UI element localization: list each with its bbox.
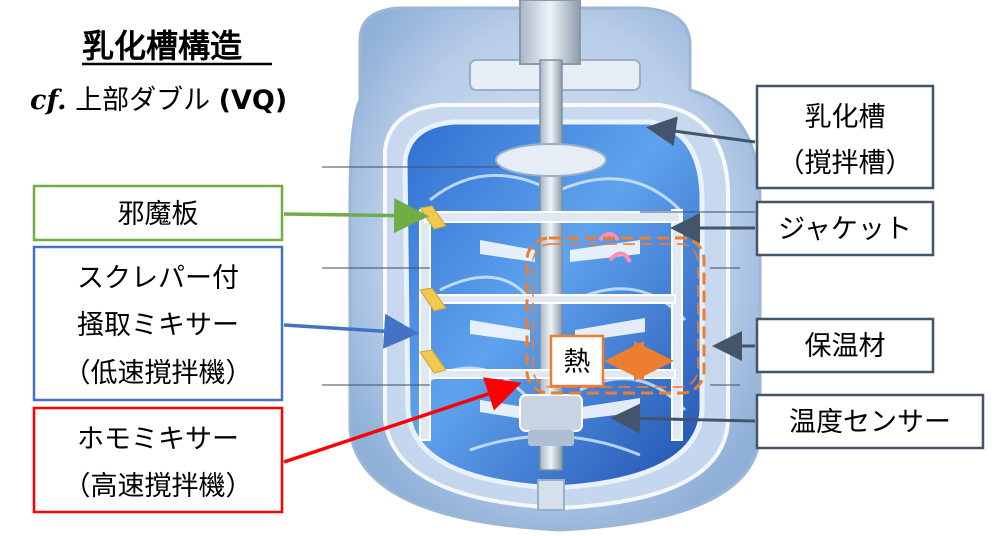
- callout-text-homo-1: ホモミキサー: [77, 424, 239, 455]
- callout-text-tank-2: （撹拌槽）: [778, 148, 913, 179]
- heat-label-box: [549, 334, 605, 388]
- callout-text-insulation: 保温材: [805, 331, 886, 362]
- callout-tank: 乳化槽 （撹拌槽）: [646, 84, 935, 190]
- callout-text-sensor: 温度センサー: [789, 407, 951, 438]
- title-block: 乳化槽構造 cf. 上部ダブル (VQ): [30, 27, 287, 116]
- heat-zone: 熱: [525, 236, 706, 395]
- page-subtitle: cf. 上部ダブル (VQ): [30, 85, 287, 116]
- callout-text-scraper-1: スクレパー付: [77, 263, 239, 294]
- callout-box: [755, 317, 935, 374]
- heat-zone-outline: [525, 236, 706, 395]
- callout-text-homo-2: （高速撹拌機）: [64, 471, 253, 502]
- heat-label: 熱: [564, 347, 591, 378]
- side-reference-lines: [322, 166, 755, 386]
- heat-zone-outline-inner: [532, 243, 699, 388]
- baffle-plates: [419, 205, 447, 374]
- callout-box: [32, 245, 284, 402]
- bottom-outlet: [537, 479, 565, 511]
- subtitle-model: (VQ): [219, 85, 288, 116]
- callout-insulation: 保温材: [712, 317, 935, 374]
- callout-scraper: スクレパー付 掻取ミキサー （低速撹拌機）: [32, 245, 419, 402]
- page-title: 乳化槽構造: [82, 27, 242, 65]
- homo-mixer-head: [519, 394, 583, 446]
- drive-housing: [519, 0, 581, 65]
- callout-text-tank-1: 乳化槽: [805, 102, 886, 133]
- sensor-wire: [608, 251, 632, 263]
- callout-text-jacket: ジャケット: [778, 214, 912, 245]
- callout-homo: ホモミキサー （高速撹拌機）: [32, 377, 522, 514]
- upper-impeller: [495, 143, 607, 177]
- callout-arrow-scraper: [283, 313, 419, 349]
- callout-arrow-tank: [646, 116, 756, 147]
- callout-arrow-sensor: [610, 403, 756, 434]
- callout-box: [755, 84, 935, 190]
- callout-text-scraper-2: 掻取ミキサー: [77, 310, 239, 341]
- callout-text-scraper-3: （低速撹拌機）: [64, 358, 253, 389]
- callout-sensor: 温度センサー: [610, 393, 985, 450]
- tank-illustration: [322, 0, 762, 532]
- callout-box: [755, 200, 935, 257]
- callout-jacket: ジャケット: [670, 200, 935, 257]
- callout-text-baffle: 邪魔板: [118, 199, 199, 230]
- callout-box: [755, 393, 985, 450]
- callout-arrow-baffle: [283, 198, 429, 234]
- subtitle-text: 上部ダブル: [67, 85, 219, 116]
- sensor-wire: [598, 232, 620, 242]
- callout-box: [32, 406, 284, 514]
- callout-box: [32, 184, 284, 242]
- callout-arrow-homo: [283, 377, 522, 464]
- callout-baffle: 邪魔板: [32, 184, 429, 242]
- subtitle-prefix: cf.: [30, 85, 67, 116]
